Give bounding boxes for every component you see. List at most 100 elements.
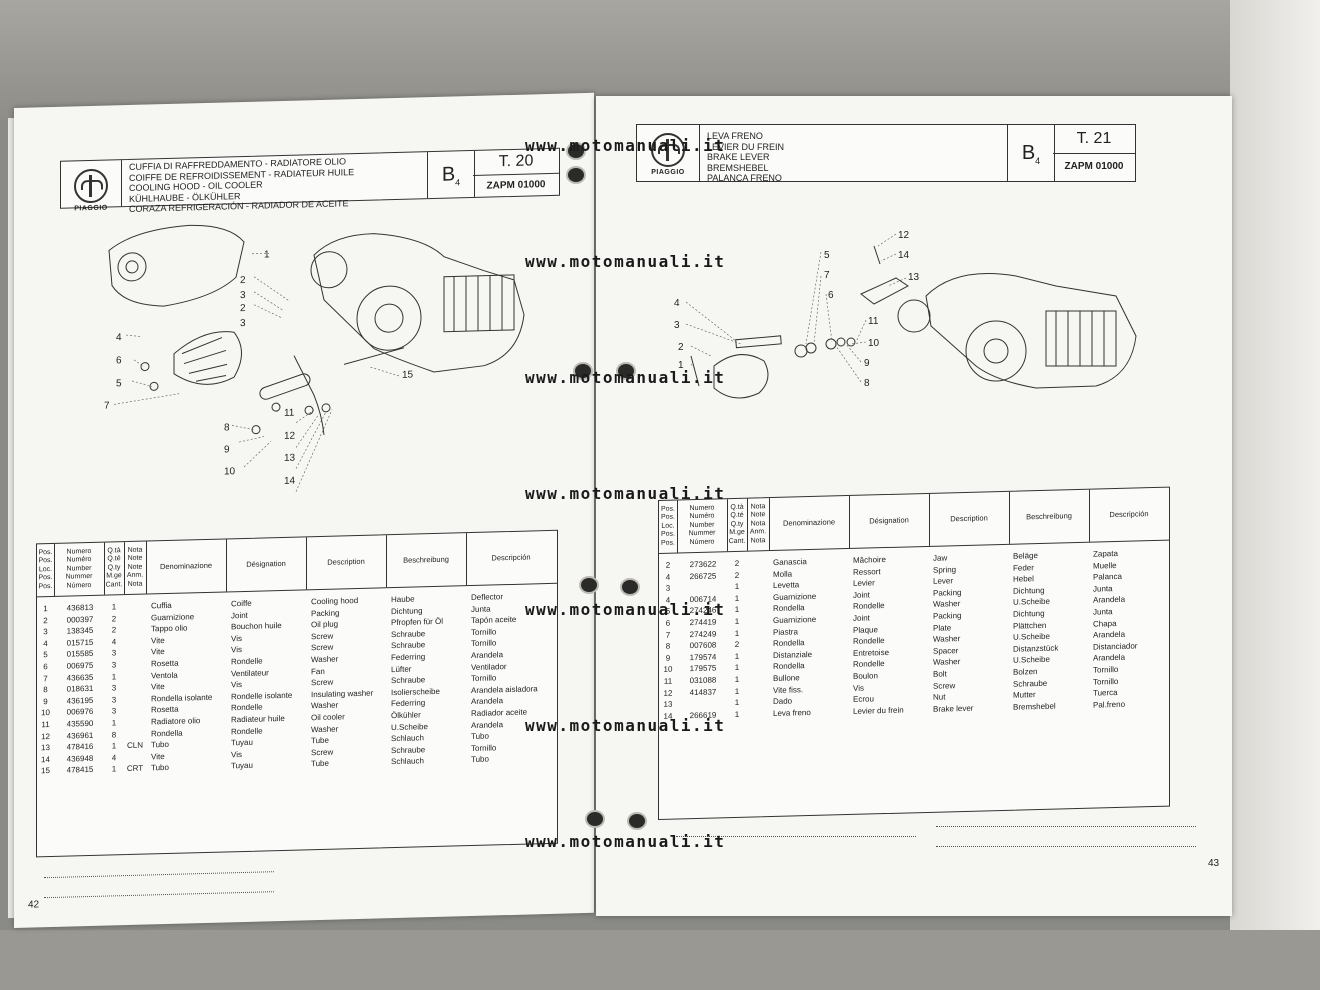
cell-fr: Tuyau <box>231 737 253 748</box>
cell-pos: 7 <box>665 630 671 640</box>
cell-es: Pal.freno <box>1093 699 1126 710</box>
cell-qty: 3 <box>111 695 117 705</box>
callout-12: 12 <box>898 230 910 241</box>
cell-qty: 2 <box>734 640 740 650</box>
cell-de: Beläge <box>1013 551 1038 561</box>
watermark-7: www.motomanuali.it <box>525 832 726 851</box>
cell-it: Vite <box>151 635 165 646</box>
binder-hole <box>585 810 605 828</box>
callout-9: 9 <box>224 444 230 455</box>
cell-note <box>747 697 769 698</box>
cell-fr: Rondelle isolante <box>231 690 293 702</box>
cell-it: Rondella isolante <box>151 692 213 704</box>
cell-fr: Joint <box>853 590 870 600</box>
cell-num: 274249 <box>689 629 717 639</box>
binder-hole <box>627 812 647 830</box>
cell-en: Tube <box>311 735 329 746</box>
cell-it: Cuffia <box>151 600 172 611</box>
brand-name-right: PIAGGIO <box>651 169 685 176</box>
cell-fr: Rondelle <box>853 601 885 612</box>
cell-note <box>747 581 769 582</box>
cell-note <box>747 639 769 640</box>
cell-note <box>747 686 769 687</box>
cell-qty: 1 <box>734 605 740 615</box>
callout-4: 4 <box>116 332 122 343</box>
cell-en: Screw <box>311 631 334 642</box>
notes-line-1-right <box>936 826 1196 827</box>
callout-2: 2 <box>240 275 246 286</box>
cell-de: Haube <box>391 594 415 605</box>
cell-en: Screw <box>311 677 334 688</box>
header-en: Description <box>929 491 1010 546</box>
callout-13: 13 <box>908 272 920 283</box>
cell-es: Arandela <box>471 696 504 707</box>
watermark-1: www.motomanuali.it <box>525 136 726 155</box>
cell-it: Molla <box>773 569 793 579</box>
cell-num <box>679 582 727 583</box>
header-fr: Désignation <box>849 493 930 548</box>
cell-it: Dado <box>773 696 793 707</box>
notes-line-3-right <box>676 836 916 837</box>
cell-it: Vite <box>151 647 165 657</box>
cell-qty: 2 <box>734 558 740 568</box>
cell-en: Oil plug <box>311 619 339 630</box>
cell-num: 006976 <box>66 707 94 718</box>
cell-pos: 4 <box>665 572 671 582</box>
cell-it: Leva freno <box>773 707 811 718</box>
cell-num: 007608 <box>689 640 717 651</box>
cell-note <box>123 729 147 730</box>
piaggio-logo-right: PIAGGIO <box>637 125 700 181</box>
cell-note <box>123 613 147 614</box>
header-de: Beschreibung <box>386 533 467 588</box>
callout-6: 6 <box>116 355 122 366</box>
engine-shape-right <box>925 273 1137 389</box>
table-header-right: Pos. Pos. Loc. Pos. Pos. Numero Numéro N… <box>659 487 1169 554</box>
callout-11: 11 <box>868 316 879 327</box>
cell-es: Arandela <box>1093 653 1126 663</box>
right-exploded-diagram: 12 14 13 5 7 6 4 3 2 1 11 10 9 8 <box>674 230 1137 399</box>
cell-num <box>679 698 727 699</box>
cell-fr: Vis <box>231 633 242 644</box>
cell-qty: 1 <box>111 671 117 682</box>
cell-es: Muelle <box>1093 560 1117 571</box>
cell-it: Vite fiss. <box>773 684 804 695</box>
right-titles: LEVA FRENO LEVIER DU FREIN BRAKE LEVER B… <box>707 131 1007 184</box>
cell-note <box>747 558 769 559</box>
callout-12: 12 <box>284 431 296 442</box>
watermark-3: www.motomanuali.it <box>525 368 726 387</box>
cell-note <box>747 674 769 675</box>
callout-8: 8 <box>224 422 230 433</box>
title-en: BRAKE LEVER <box>707 152 770 162</box>
header-it: Denominazione <box>769 495 850 551</box>
cell-pos: 7 <box>43 673 48 683</box>
cell-de: Lüfter <box>391 664 412 674</box>
cell-es: Chapa <box>1093 618 1117 629</box>
cell-note <box>747 570 769 571</box>
cell-fr: Levier <box>853 578 875 589</box>
cell-note <box>123 660 147 661</box>
cell-es: Tornillo <box>1093 676 1119 687</box>
notes-line-1 <box>44 871 274 879</box>
cell-fr: Tuyau <box>231 761 253 771</box>
cell-es: Tornillo <box>471 743 497 753</box>
right-header: PIAGGIO LEVA FRENO LEVIER DU FREIN BRAKE… <box>636 124 1136 184</box>
cell-note <box>123 671 147 672</box>
cell-en: Screw <box>311 747 334 758</box>
cell-qty: 1 <box>734 698 740 708</box>
cell-qty: 1 <box>734 628 740 638</box>
group-letter-right: B <box>1021 142 1036 164</box>
callout-15: 15 <box>402 370 414 381</box>
piaggio-logo-icon <box>74 168 108 204</box>
cell-fr: Plaque <box>853 624 878 635</box>
notes-line-2-right <box>936 846 1196 847</box>
piaggio-logo: PIAGGIO <box>61 160 122 212</box>
cell-qty: 1 <box>111 764 117 774</box>
cell-es: Ventilador <box>471 661 507 672</box>
left-exploded-diagram: 1 2 3 2 3 4 6 5 7 8 9 10 11 12 13 14 15 <box>104 224 525 492</box>
binder-hole <box>566 142 586 160</box>
cell-qty: 3 <box>111 683 117 693</box>
cell-en: Spacer <box>933 645 959 656</box>
cell-de: Plättchen <box>1013 620 1047 631</box>
cell-num: 015585 <box>66 649 94 660</box>
cell-pos: 2 <box>43 615 48 625</box>
